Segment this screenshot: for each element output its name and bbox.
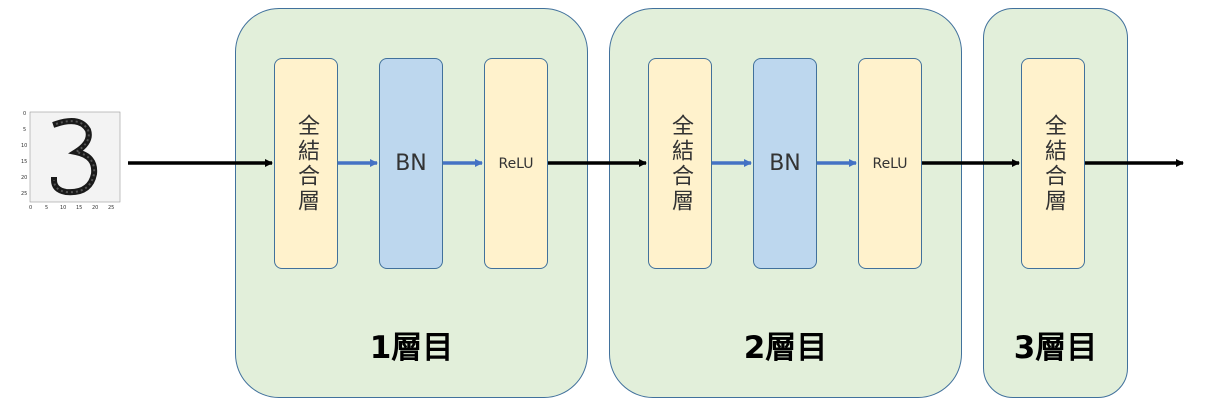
fc-block-text: 全結合層 bbox=[1041, 113, 1066, 214]
y-tick: 15 bbox=[21, 159, 27, 165]
bn-block-text: BN bbox=[395, 151, 427, 176]
x-tick: 25 bbox=[108, 205, 114, 211]
y-tick: 5 bbox=[23, 127, 26, 133]
layer-2-relu-block: ReLU bbox=[858, 58, 922, 269]
y-tick: 10 bbox=[21, 143, 27, 149]
fc-block-text: 全結合層 bbox=[294, 113, 319, 214]
fc-block-text: 全結合層 bbox=[668, 113, 693, 214]
x-tick: 5 bbox=[45, 205, 48, 211]
layer-1-label: 1層目 bbox=[369, 330, 454, 366]
layer-1-relu-block: ReLU bbox=[484, 58, 548, 269]
y-tick: 20 bbox=[21, 175, 27, 181]
layer-1-fc-block: 全結合層 bbox=[274, 58, 338, 269]
layer-1-bn-block: BN bbox=[379, 58, 443, 269]
layer-2-label: 2層目 bbox=[743, 330, 828, 366]
y-tick: 0 bbox=[23, 111, 26, 117]
mnist-digit-3-icon: 0 5 10 15 20 25 0 5 10 15 20 25 bbox=[21, 111, 121, 211]
x-tick: 20 bbox=[92, 205, 98, 211]
x-tick: 0 bbox=[29, 205, 32, 211]
input-digit-image: 0 5 10 15 20 25 0 5 10 15 20 25 bbox=[20, 108, 126, 218]
layer-2-bn-block: BN bbox=[753, 58, 817, 269]
layer-2-fc-block: 全結合層 bbox=[648, 58, 712, 269]
y-tick: 25 bbox=[21, 191, 27, 197]
layer-3-fc-block: 全結合層 bbox=[1021, 58, 1085, 269]
layer-3-label: 3層目 bbox=[1013, 330, 1098, 366]
x-tick: 10 bbox=[60, 205, 66, 211]
x-tick: 15 bbox=[76, 205, 82, 211]
relu-block-text: ReLU bbox=[872, 155, 908, 172]
relu-block-text: ReLU bbox=[498, 155, 534, 172]
bn-block-text: BN bbox=[769, 151, 801, 176]
